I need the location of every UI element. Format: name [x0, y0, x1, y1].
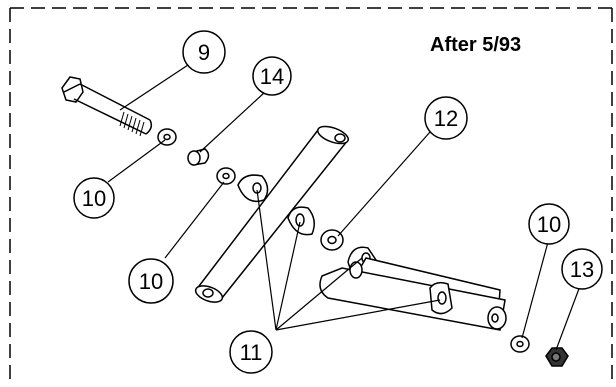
callout-circle-10-mid — [128, 258, 174, 304]
callout-label-10-mid: 10 — [139, 269, 163, 294]
dashed-border — [9, 7, 613, 384]
washer-part-d — [510, 335, 530, 353]
washer-part-c — [320, 229, 344, 251]
callout-circle-10-right — [528, 203, 570, 245]
callout-circle-10-top — [73, 177, 115, 219]
bolt-threads — [119, 111, 145, 137]
tube-part-upper — [194, 125, 350, 303]
callout-label-9: 9 — [198, 40, 210, 65]
callout-circle-13 — [561, 248, 603, 290]
leader-lines — [107, 64, 581, 351]
callout-label-14: 14 — [260, 64, 284, 89]
spacer-part — [187, 148, 210, 166]
washer-part-a — [157, 128, 177, 146]
callout-label-12: 12 — [434, 106, 458, 131]
callout-circles — [73, 30, 603, 374]
washer-part-b — [216, 167, 236, 185]
callout-label-13: 13 — [570, 257, 594, 282]
bushing-part-a — [237, 174, 269, 203]
callout-circle-9 — [182, 30, 226, 74]
revision-title: After 5/93 — [430, 34, 522, 56]
callout-label-10-top: 10 — [82, 186, 106, 211]
bolt-part — [61, 76, 153, 137]
callout-circle-11 — [229, 330, 273, 374]
callout-circle-12 — [424, 96, 468, 140]
nut-part — [545, 347, 569, 367]
callout-label-11: 11 — [240, 340, 263, 365]
callout-circle-14 — [252, 56, 292, 96]
callout-label-10-right: 10 — [537, 212, 561, 237]
bushing-part-b — [287, 206, 315, 236]
tube-part-lower — [319, 246, 507, 331]
